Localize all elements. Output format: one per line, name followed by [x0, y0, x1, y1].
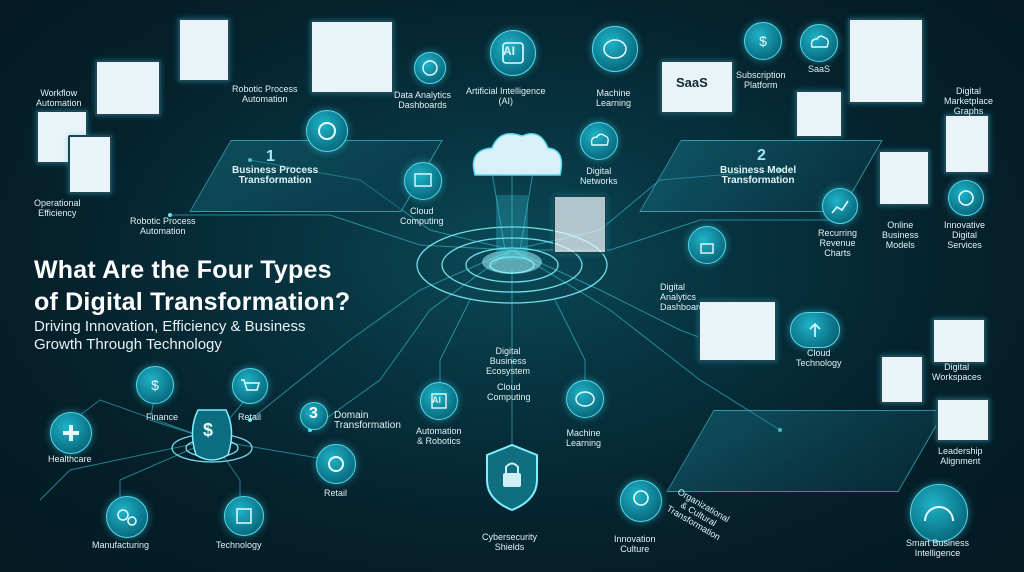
cloud-computing-icon — [404, 162, 442, 200]
money-bag-icon: $ — [203, 420, 214, 440]
ai-automation-icon — [420, 382, 458, 420]
gear-icon — [306, 110, 348, 152]
number-3-badge — [300, 402, 328, 430]
page-subtitle: Driving Innovation, Efficiency & Busines… — [34, 318, 306, 353]
label-retail-right: Retail — [324, 488, 348, 498]
screen-digital-workspaces — [932, 318, 986, 364]
finance-icon: $ — [136, 366, 174, 404]
digital-networks-icon — [580, 122, 618, 160]
brain-icon — [592, 26, 638, 72]
retail-gear-icon — [316, 444, 356, 484]
screen-marketplace-store — [795, 90, 843, 138]
screen-leadership — [936, 398, 990, 442]
innovative-services-icon — [948, 180, 984, 216]
label-artificial-intelligence: Artificial Intelligence(AI) — [466, 86, 546, 106]
central-cloud — [472, 133, 563, 176]
saas-cloud-icon — [800, 24, 838, 62]
laptop-screen-saas — [660, 60, 734, 114]
platform-organizational — [666, 410, 946, 492]
label-finance: Finance — [146, 412, 179, 422]
healthcare-cross-icon — [50, 412, 92, 454]
ai-chip-text: AI — [503, 44, 515, 58]
svg-text:$: $ — [759, 33, 767, 49]
number-1: 1 — [266, 148, 275, 165]
smart-gauge-icon — [910, 484, 968, 542]
manufacturing-icon — [106, 496, 148, 538]
recurring-revenue-icon — [822, 188, 858, 224]
ml-brain-icon — [566, 380, 604, 418]
data-analytics-icon — [414, 52, 446, 84]
monitor-screen-workflow — [95, 60, 161, 116]
screen-market-graph — [944, 114, 990, 174]
lock-icon — [688, 226, 726, 264]
monitor-screen-dashboard — [178, 18, 230, 82]
svg-text:$: $ — [151, 377, 159, 393]
screen-analytics-panel — [553, 195, 607, 254]
monitor-screen-analytics — [310, 20, 394, 94]
number-2: 2 — [757, 147, 766, 164]
retail-cart-icon — [232, 368, 268, 404]
monitor-screen-chart — [68, 135, 112, 194]
screen-workspace — [880, 355, 924, 404]
label-automation-robotics: Automation& Robotics — [416, 426, 462, 446]
ai-chip-icon — [490, 30, 536, 76]
innovation-bulb-icon — [620, 480, 662, 522]
label-manufacturing: Manufacturing — [92, 540, 150, 550]
saas-screen-text: SaaS — [676, 75, 708, 90]
subscription-icon: $ — [744, 22, 782, 60]
number-3: 3 — [309, 405, 318, 422]
screen-online-business — [878, 150, 930, 206]
ai-automation-text: AI — [432, 395, 441, 405]
label-technology: Technology — [216, 540, 262, 550]
wall-display-analytics — [698, 300, 777, 362]
page-title: What Are the Four Types of Digital Trans… — [34, 256, 351, 316]
label-retail-top: Retail — [238, 412, 262, 422]
label-healthcare: Healthcare — [48, 454, 92, 464]
label-saas: SaaS — [808, 64, 831, 74]
technology-chip-icon — [224, 496, 264, 536]
monitor-screen-marketplace — [848, 18, 924, 104]
cloud-technology-icon — [790, 312, 840, 348]
